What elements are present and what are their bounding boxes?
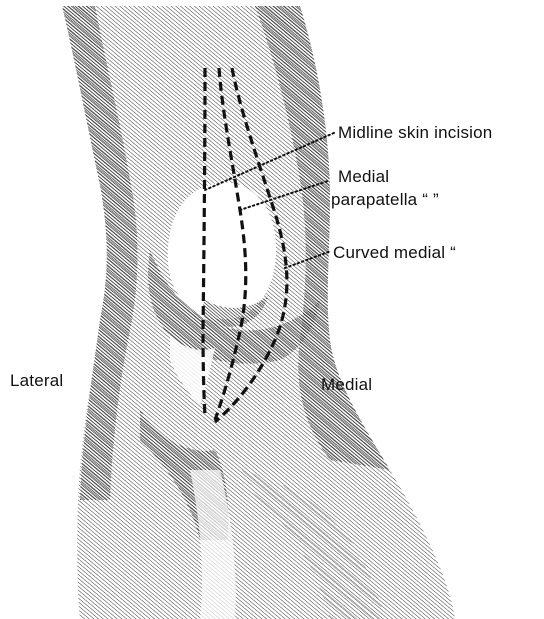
label-medial-parapatella-line1: Medial: [338, 168, 389, 185]
label-medial-parapatella-line2: parapatella “ ”: [331, 191, 439, 208]
label-curved-medial: Curved medial “: [333, 244, 456, 261]
label-midline-skin-incision: Midline skin incision: [338, 124, 492, 141]
label-medial-side: Medial: [321, 376, 372, 393]
label-lateral-side: Lateral: [10, 372, 63, 389]
